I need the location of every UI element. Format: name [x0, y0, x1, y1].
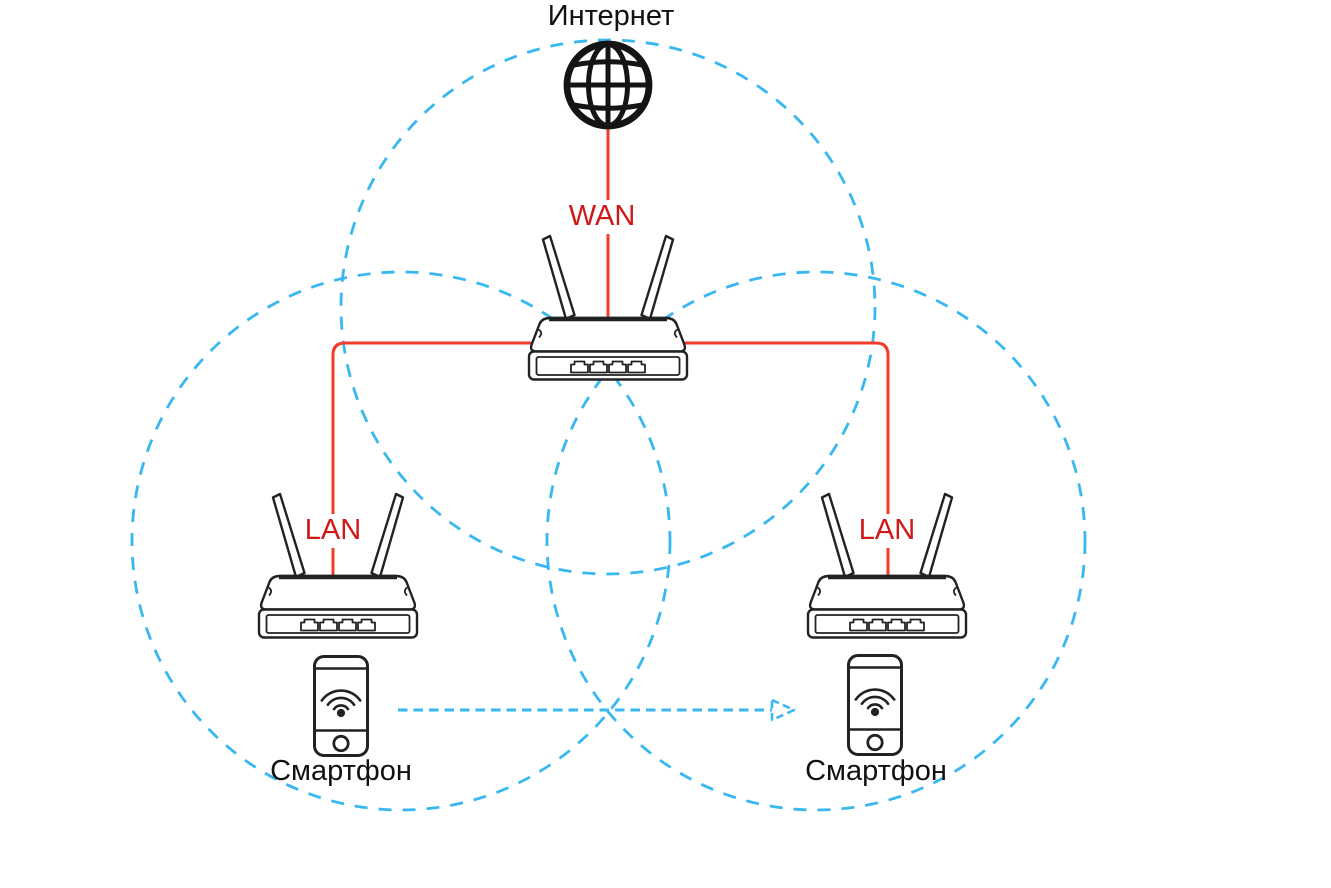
left-smartphone-icon	[313, 655, 369, 757]
internet-label: Интернет	[547, 0, 675, 33]
smartphone-label-right: Смартфон	[805, 755, 947, 788]
globe-icon	[563, 40, 653, 130]
smartphone-label-left: Смартфон	[270, 755, 412, 788]
lan-label-left: LAN	[298, 514, 368, 548]
wan-label: WAN	[562, 200, 642, 234]
wifi-coverage-circle-left	[130, 270, 672, 812]
lan-label-right: LAN	[852, 514, 922, 548]
right-smartphone-icon	[847, 654, 903, 756]
wifi-coverage-circle-right	[545, 270, 1087, 812]
roaming-arrow-head	[770, 698, 796, 722]
wifi-coverage-circle-top	[339, 38, 877, 576]
